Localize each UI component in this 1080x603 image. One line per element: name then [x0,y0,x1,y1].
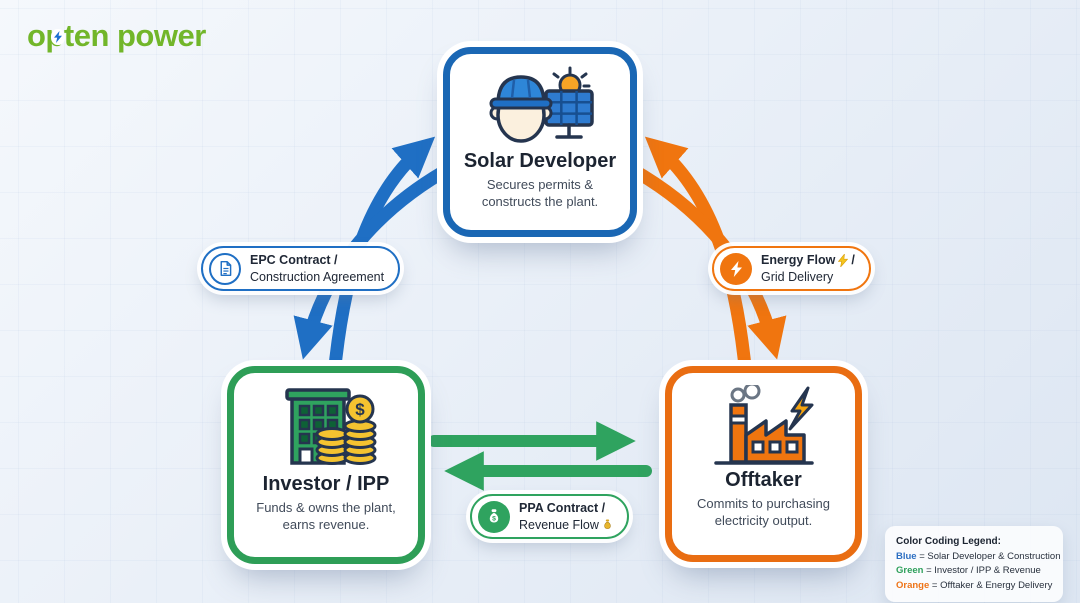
legend-title: Color Coding Legend: [896,536,1001,547]
label-line1: PPA Contract / [519,501,606,516]
node-description: Secures permits & constructs the plant. [481,177,599,209]
node-offtaker: Offtaker Commits to purchasing electrici… [665,366,862,562]
node-investor-ipp: $ Investor / IPP Funds & owns the plant,… [227,366,425,564]
logo-text-rest: ten power [63,18,206,53]
legend-item-orange: Orange = Offtaker & Energy Delivery [896,579,1053,591]
color-coding-legend: Color Coding Legend: Blue = Solar Develo… [885,526,1063,602]
label-epc-contract: EPC Contract / Construction Agreement [201,246,401,291]
svg-text:$: $ [492,515,496,522]
arrow-solar-to-offtaker [621,160,787,360]
brand-logo: opten power [27,20,206,51]
green-arrow-pair [428,421,652,491]
orange-arrow-pair [621,136,787,383]
node-title: Solar Developer [463,150,617,172]
label-line2: Construction Agreement [250,269,385,284]
svg-text:$: $ [355,400,365,419]
worker-hardhat-solar-panel-icon [489,66,594,143]
label-line2: Grid Delivery [761,269,834,284]
label-line1-slash: / [851,253,855,268]
factory-lightning-icon [713,385,814,465]
arrow-solar-to-investor [293,160,459,360]
node-solar-developer: Solar Developer Secures permits & constr… [443,47,637,237]
gold-money-bag-icon [604,519,611,530]
logo-lightning-icon [51,29,65,45]
building-coins-icon: $ [285,388,377,465]
node-description: Funds & owns the plant, earns revenue. [256,500,396,532]
legend-item-blue: Blue = Solar Developer & Construction [896,550,1061,562]
label-energy-flow: Energy Flow / Grid Delivery [712,246,871,291]
lightning-bolt-icon [720,252,752,285]
blue-arrow-pair [293,136,459,383]
label-line2-text: Revenue Flow [519,517,599,532]
label-line1: EPC Contract / [250,253,338,268]
label-line1-text: Energy Flow [761,253,836,268]
node-title: Investor / IPP [262,473,390,495]
document-icon [209,252,241,285]
node-description: Commits to purchasing electricity output… [697,496,830,528]
node-title: Offtaker [725,469,802,491]
yellow-bolt-icon [838,253,849,267]
legend-item-green: Green = Investor / IPP & Revenue [896,565,1041,577]
label-ppa-contract: $ PPA Contract / Revenue Flow [470,494,629,539]
money-bag-icon: $ [478,500,510,533]
